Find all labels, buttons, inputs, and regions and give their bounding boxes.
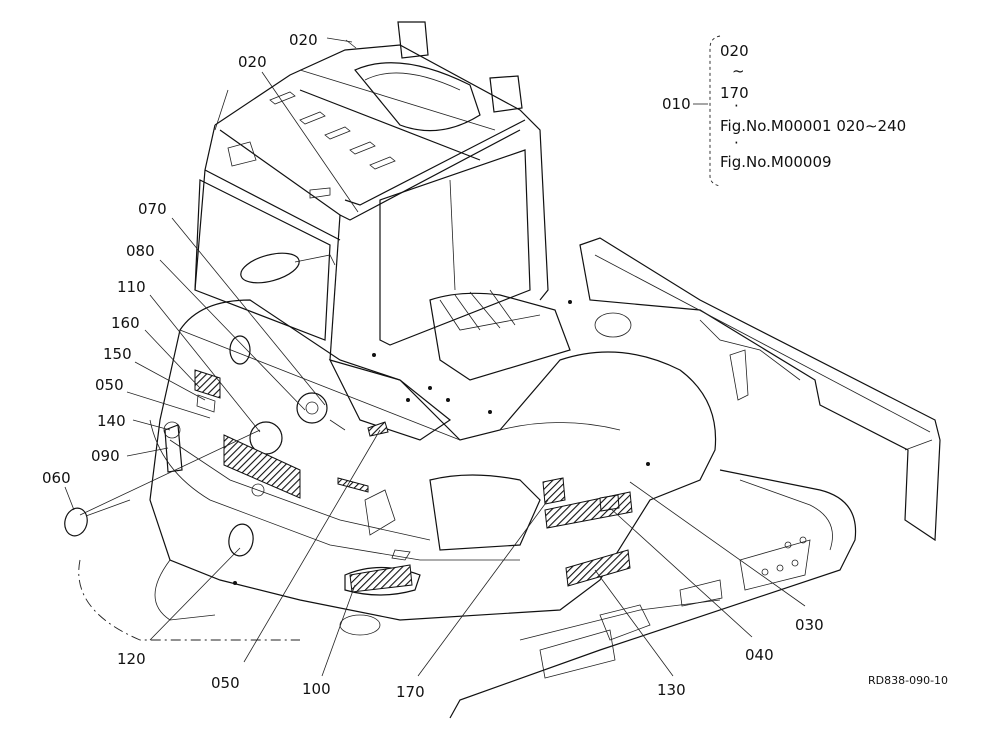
decals (194, 369, 633, 593)
excavator-drawing (64, 21, 941, 719)
callout-170: 170 (396, 683, 425, 701)
callout-090: 090 (91, 447, 120, 465)
callout-080: 080 (126, 242, 155, 260)
callout-020-top: 020 (289, 31, 318, 49)
callout-130: 130 (657, 681, 686, 699)
assembly-legend: 010 020 ~ 170 · Fig.No.M00001 020∼240 · … (662, 35, 906, 187)
upper-structure (64, 289, 717, 636)
leader-lines (64, 37, 806, 677)
callout-050-bottom: 050 (211, 674, 240, 692)
callout-140: 140 (97, 412, 126, 430)
legend-range-end: 170 (720, 84, 749, 102)
legend-dot-2: · (734, 134, 739, 152)
dozer-blade (579, 237, 941, 542)
callout-060: 060 (42, 469, 71, 487)
callout-020-cab: 020 (238, 53, 267, 71)
callout-120: 120 (117, 650, 146, 668)
legend-range-start: 020 (720, 42, 749, 60)
callout-100: 100 (302, 680, 331, 698)
cab (194, 21, 549, 361)
callout-070: 070 (138, 200, 167, 218)
legend-ref-2: Fig.No.M00009 (720, 153, 832, 171)
callout-110: 110 (117, 278, 146, 296)
drawing-reference: RD838-090-10 (868, 674, 948, 687)
legend-parent-code: 010 (662, 95, 691, 113)
legend-dot-1: · (734, 97, 739, 115)
callout-150: 150 (103, 345, 132, 363)
callout-labels: 020 020 070 080 110 160 150 050 140 090 … (42, 31, 824, 701)
legend-ref-1: Fig.No.M00001 020∼240 (720, 117, 906, 135)
callout-040: 040 (745, 646, 774, 664)
crawler-tracks (78, 469, 857, 719)
callout-050-left: 050 (95, 376, 124, 394)
callout-030: 030 (795, 616, 824, 634)
callout-160: 160 (111, 314, 140, 332)
legend-tilde: ~ (732, 62, 745, 80)
